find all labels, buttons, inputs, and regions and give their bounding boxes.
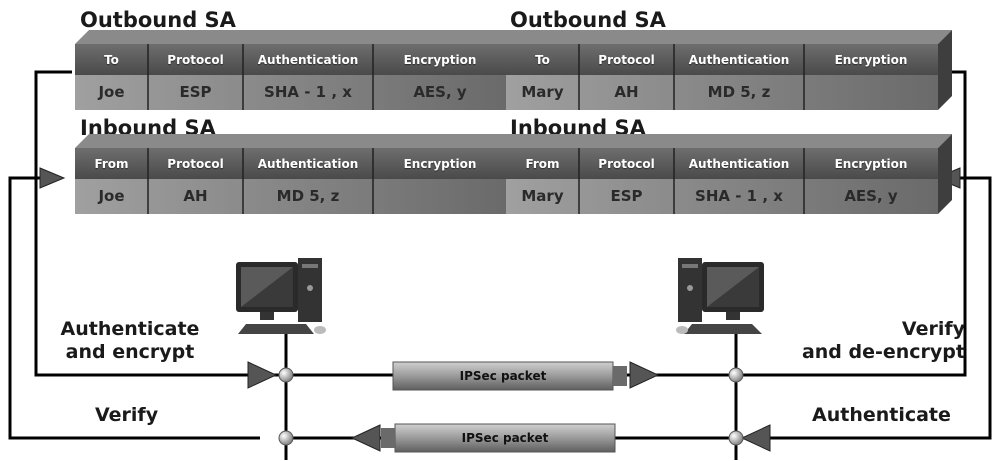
right-inbound-line <box>735 176 992 440</box>
sa-value-cell: SHA - 1 , x <box>695 187 783 205</box>
sa-value-cell: ESP <box>610 187 643 205</box>
ipsec-packet-bottom-label: IPSec packet <box>461 431 549 445</box>
sa-value-cell: Joe <box>98 187 125 205</box>
left-outbound-line <box>34 70 260 377</box>
left-inbound-line <box>8 176 260 440</box>
computer-icon-left <box>236 258 326 334</box>
arrow-left-inbound <box>39 167 66 189</box>
sa-value-cell: Mary <box>521 187 564 205</box>
sa-header-cell: Protocol <box>167 52 224 67</box>
left-top-label-line2: and encrypt <box>65 341 195 363</box>
sa-value-cell: AES, y <box>413 83 467 101</box>
sa-header-cell: To <box>535 52 550 67</box>
arrow-left-top <box>247 361 278 389</box>
sa-header-cell: Authentication <box>688 52 790 67</box>
sa-header-cell: Authentication <box>257 52 359 67</box>
sa-value-cell <box>373 179 507 213</box>
sa-value-cell: MD 5, z <box>276 187 340 205</box>
arrow-mid-top <box>629 361 660 389</box>
sa-value-cell: ESP <box>179 83 212 101</box>
sa-header-cell: Protocol <box>167 156 224 171</box>
sa-value-cell: AH <box>183 187 208 205</box>
sa-header-cell: Protocol <box>598 156 655 171</box>
sa-value-cell: AH <box>614 83 639 101</box>
alice-outbound-title: Outbound SA <box>80 8 236 32</box>
right-bottom-label: Authenticate <box>812 404 951 426</box>
right-top-label-line1: Verify <box>901 318 965 340</box>
sa-table-slab <box>506 134 952 214</box>
sa-header-cell: Protocol <box>598 52 655 67</box>
sa-header-cell: Authentication <box>257 156 359 171</box>
sa-header-cell: Authentication <box>688 156 790 171</box>
sa-value-cell: Mary <box>521 83 564 101</box>
mary-outbound-title: Outbound SA <box>510 8 666 32</box>
left-bottom-label: Verify <box>95 404 159 426</box>
sa-header-cell: Encryption <box>834 156 908 171</box>
right-top-label-line2: and de-encrypt <box>801 341 965 363</box>
left-top-label: Authenticate and encrypt <box>55 318 205 364</box>
sa-header-cell: Encryption <box>403 156 477 171</box>
sa-header-cell: From <box>525 156 560 171</box>
computer-icon-right <box>676 258 764 334</box>
ipsec-packet-top-shape <box>392 361 627 391</box>
sa-header-cell: To <box>104 52 119 67</box>
right-top-label: Verify and de-encrypt <box>800 318 965 364</box>
sa-header-cell: Encryption <box>403 52 477 67</box>
sa-value-cell: MD 5, z <box>707 83 771 101</box>
sa-value-cell <box>804 75 938 109</box>
sa-value-cell: AES, y <box>844 187 898 205</box>
sa-value-cell: SHA - 1 , x <box>264 83 352 101</box>
ipsec-packet-bottom-shape <box>381 423 616 453</box>
right-outbound-line <box>735 70 967 377</box>
ipsec-packet-top-label: IPSec packet <box>459 369 547 383</box>
left-top-label-line1: Authenticate <box>60 318 200 340</box>
sa-header-cell: Encryption <box>834 52 908 67</box>
sa-value-cell: Joe <box>98 83 125 101</box>
arrow-mid-bottom <box>350 424 381 452</box>
sa-table-slab <box>506 30 952 110</box>
arrow-right-bottom <box>740 424 771 452</box>
sa-header-cell: From <box>94 156 129 171</box>
sa-table-slab <box>75 30 521 110</box>
